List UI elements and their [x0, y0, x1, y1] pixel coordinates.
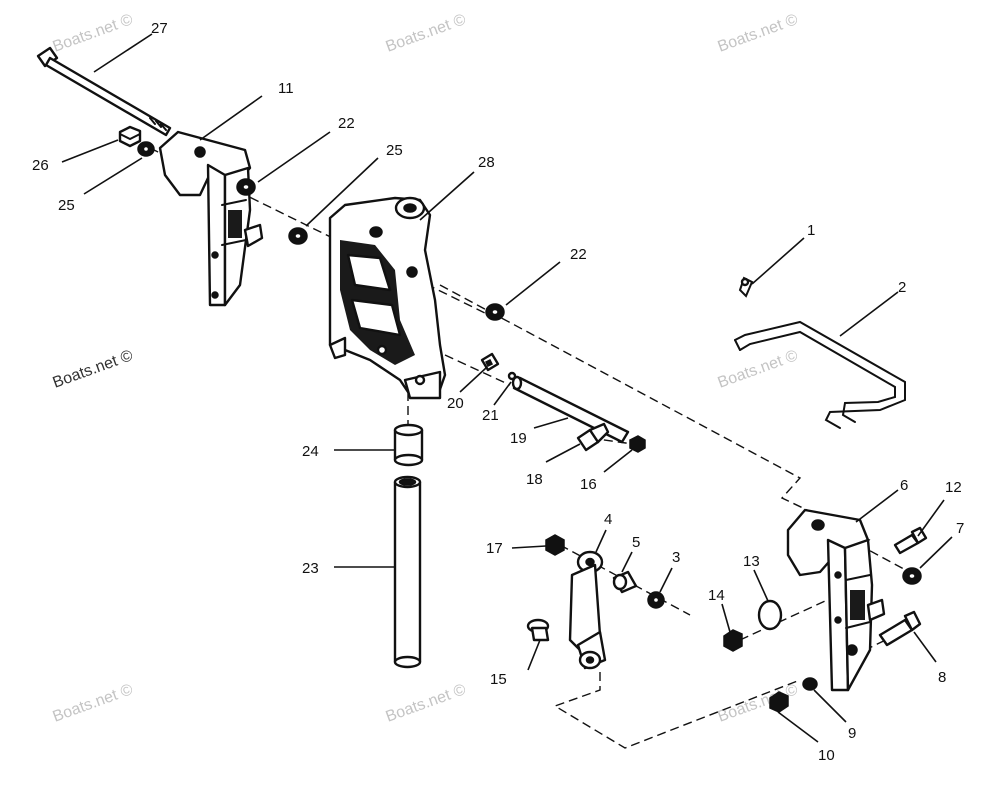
washer-9 [802, 677, 818, 691]
washer-13 [757, 599, 783, 631]
watermark: Boats.net © [384, 681, 469, 726]
bracket-6 [786, 508, 886, 692]
callout-14: 14 [708, 587, 725, 604]
callout-8: 8 [938, 669, 946, 686]
callout-24: 24 [302, 443, 319, 460]
bracket-11 [158, 130, 264, 307]
callout-18: 18 [526, 471, 543, 488]
callout-12: 12 [945, 479, 962, 496]
nut-26 [118, 125, 142, 148]
callout-2: 2 [898, 279, 906, 296]
bushing-5 [612, 570, 638, 594]
watermark: Boats.net © [51, 681, 136, 726]
callout-4: 4 [604, 511, 612, 528]
callout-16: 16 [580, 476, 597, 493]
callout-7: 7 [956, 520, 964, 537]
callout-10: 10 [818, 747, 835, 764]
clip-1 [738, 276, 754, 298]
callout-27: 27 [151, 20, 168, 37]
pin-21 [507, 371, 517, 381]
washer-25-mid [288, 227, 308, 245]
callout-13: 13 [743, 553, 760, 570]
fitting-18 [576, 422, 610, 452]
bolt-27 [36, 46, 172, 137]
bolt-15 [526, 618, 550, 642]
callout-3: 3 [672, 549, 680, 566]
swivel-bracket-28 [328, 196, 447, 400]
callout-9: 9 [848, 725, 856, 742]
callout-19: 19 [510, 430, 527, 447]
callout-28: 28 [478, 154, 495, 171]
shaft-19 [511, 375, 630, 444]
nut-16 [629, 435, 646, 453]
callout-6: 6 [900, 477, 908, 494]
watermark: Boats.net © [716, 347, 801, 392]
washer-22-top [236, 178, 256, 196]
watermark: Boats.net © [384, 11, 469, 56]
washer-22-right [485, 303, 505, 321]
shock-absorber-4 [568, 550, 607, 670]
callout-22-right: 22 [570, 246, 587, 263]
callout-23: 23 [302, 560, 319, 577]
bushing-24 [393, 423, 424, 467]
washer-25-left [137, 141, 155, 157]
callout-25-left: 25 [58, 197, 75, 214]
tube-23 [393, 475, 422, 669]
callout-17: 17 [486, 540, 503, 557]
callout-15: 15 [490, 671, 507, 688]
callout-26: 26 [32, 157, 49, 174]
fitting-20 [480, 352, 500, 372]
watermark: Boats.net © [51, 11, 136, 56]
bolt-8 [878, 610, 922, 647]
callout-labels: 27 11 26 25 22 25 28 22 1 2 20 21 19 24 … [32, 20, 964, 764]
watermark: Boats.net © [716, 11, 801, 56]
bent-rod-2 [734, 320, 906, 429]
nut-10 [769, 691, 789, 713]
callout-22-top: 22 [338, 115, 355, 132]
nut-14 [723, 629, 743, 652]
nut-3 [647, 591, 665, 609]
callout-25-mid: 25 [386, 142, 403, 159]
leader-lines [61, 33, 953, 743]
nut-7 [902, 567, 922, 585]
watermark: Boats.net © [51, 347, 136, 392]
callout-11: 11 [278, 80, 294, 97]
nut-17 [545, 534, 565, 556]
callout-21: 21 [482, 407, 499, 424]
callout-5: 5 [632, 534, 640, 551]
callout-1: 1 [807, 222, 815, 239]
callout-20: 20 [447, 395, 464, 412]
